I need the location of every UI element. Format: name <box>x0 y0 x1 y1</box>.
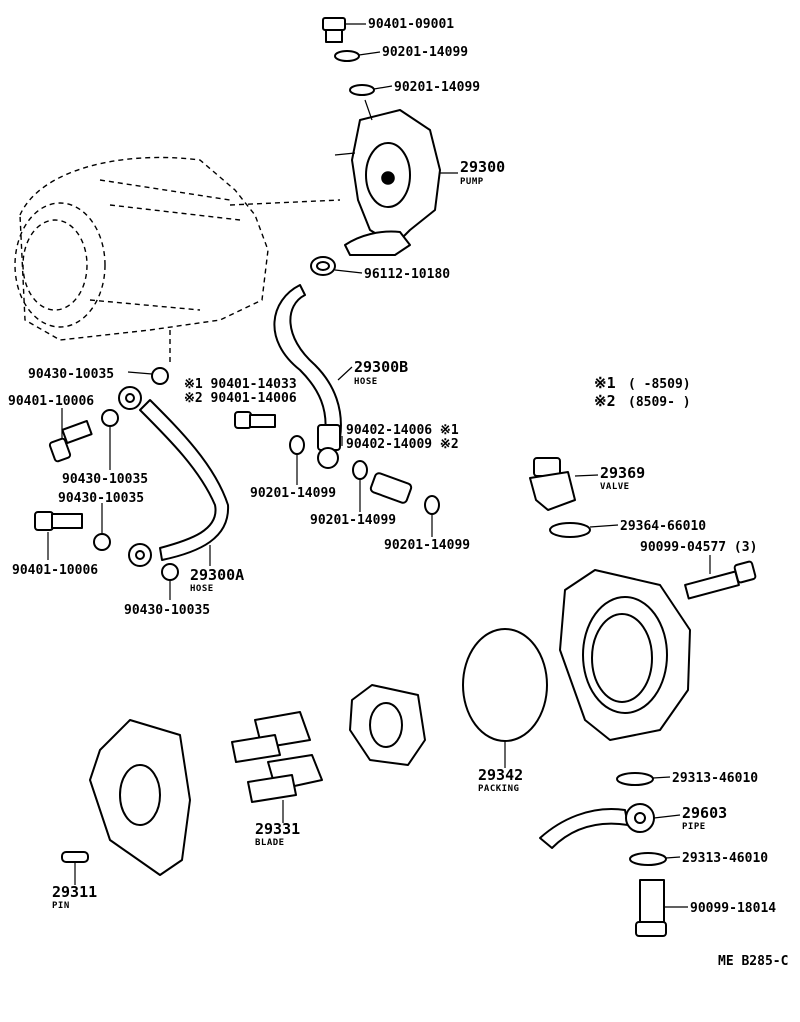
label-29313-46010-a: 29313-46010 <box>672 771 758 786</box>
name-pin: PIN <box>52 901 70 911</box>
bolt-90401-14033 <box>234 411 276 429</box>
label-90099-04577: 90099-04577 (3) <box>640 540 757 555</box>
legend-mark-1: ※1 <box>594 374 616 392</box>
label-29311: 29311 <box>52 883 97 901</box>
name-packing: PACKING <box>478 784 519 794</box>
name-valve: VALVE <box>600 482 630 492</box>
label-90430-10035-b: 90430-10035 <box>62 472 148 487</box>
rotor-drawing <box>349 684 426 766</box>
plug-90401-09001 <box>322 17 346 43</box>
label-90201-14099-e: 90201-14099 <box>384 538 470 553</box>
diagram-code: ME B285-C <box>718 954 788 969</box>
name-hose-a: HOSE <box>190 584 214 594</box>
label-90430-10035-a: 90430-10035 <box>28 367 114 382</box>
label-29313-46010-b: 29313-46010 <box>682 851 768 866</box>
legend-range-1: ( -8509) <box>628 377 691 392</box>
label-29369: 29369 <box>600 464 645 482</box>
label-90402-14006: 90402-14006 ※1 <box>346 423 459 438</box>
bolt-90401-10006-b <box>34 511 83 531</box>
washer-90430-10035-d <box>161 563 179 581</box>
label-90201-14099-c: 90201-14099 <box>250 486 336 501</box>
washer-90430-10035-a <box>151 367 169 385</box>
gasket-29313-46010-b <box>629 852 667 866</box>
bolt-90401-10006-a <box>48 419 93 463</box>
washer-90430-10035-b <box>101 409 119 427</box>
label-90430-10035-c: 90430-10035 <box>58 491 144 506</box>
name-blade: BLADE <box>255 838 285 848</box>
label-90402-14009: 90402-14009 ※2 <box>346 437 459 452</box>
pipe-29603-drawing <box>539 803 655 849</box>
washer-90201-14099-a <box>334 50 360 62</box>
label-96112-10180: 96112-10180 <box>364 267 450 282</box>
valve-29369-drawing <box>529 457 576 511</box>
pin-29311-drawing <box>61 851 89 863</box>
plate-drawing <box>89 719 191 876</box>
washer-90201-14099-c <box>289 435 305 455</box>
label-90201-14099-d: 90201-14099 <box>310 513 396 528</box>
blades-29331-drawing <box>231 711 323 803</box>
legend: ※1 ( -8509) ※2 (8509- ) <box>594 374 691 410</box>
label-29342: 29342 <box>478 766 523 784</box>
pump-housing-drawing <box>559 569 691 741</box>
legend-range-2: (8509- ) <box>628 395 691 410</box>
label-90401-10006-a: 90401-10006 <box>8 394 94 409</box>
label-90401-14033: ※1 90401-14033 <box>184 377 297 392</box>
hose-29300b-drawing <box>273 284 342 439</box>
legend-mark-2: ※2 <box>594 392 616 410</box>
clip-96112-10180 <box>310 256 336 276</box>
name-hose-b: HOSE <box>354 377 378 387</box>
label-90201-14099-b: 90201-14099 <box>394 80 480 95</box>
name-pipe: PIPE <box>682 822 706 832</box>
bolt-90099-04577 <box>684 560 757 600</box>
leader-lines <box>47 23 711 908</box>
label-29603: 29603 <box>682 804 727 822</box>
banjo-fitting-29300b <box>317 424 341 469</box>
label-29300b: 29300B <box>354 358 408 376</box>
packing-29342-drawing <box>462 628 548 742</box>
union-bolt-90402-14006 <box>369 472 413 504</box>
gasket-29313-46010-a <box>616 772 654 786</box>
bolt-90099-18014 <box>635 879 667 937</box>
label-29300: 29300 <box>460 158 505 176</box>
name-pump: PUMP <box>460 177 484 187</box>
alternator-drawing <box>14 156 341 365</box>
banjo-fitting-29300a-bottom <box>128 543 152 567</box>
banjo-fitting-29300a-top <box>118 386 142 410</box>
label-90401-09001: 90401-09001 <box>368 17 454 32</box>
washer-90201-14099-b <box>349 84 375 96</box>
label-29300a: 29300A <box>190 566 244 584</box>
washer-29364-66010 <box>549 522 591 538</box>
hose-29300a-drawing <box>139 399 230 561</box>
label-90099-18014: 90099-18014 <box>690 901 776 916</box>
label-90430-10035-d: 90430-10035 <box>124 603 210 618</box>
label-29364-66010: 29364-66010 <box>620 519 706 534</box>
washer-90201-14099-e <box>424 495 440 515</box>
washer-90201-14099-d <box>352 460 368 480</box>
label-90401-14006: ※2 90401-14006 <box>184 391 297 406</box>
label-90401-10006-b: 90401-10006 <box>12 563 98 578</box>
label-90201-14099-a: 90201-14099 <box>382 45 468 60</box>
washer-90430-10035-c <box>93 533 111 551</box>
pump-drawing <box>334 99 441 256</box>
label-29331: 29331 <box>255 820 300 838</box>
